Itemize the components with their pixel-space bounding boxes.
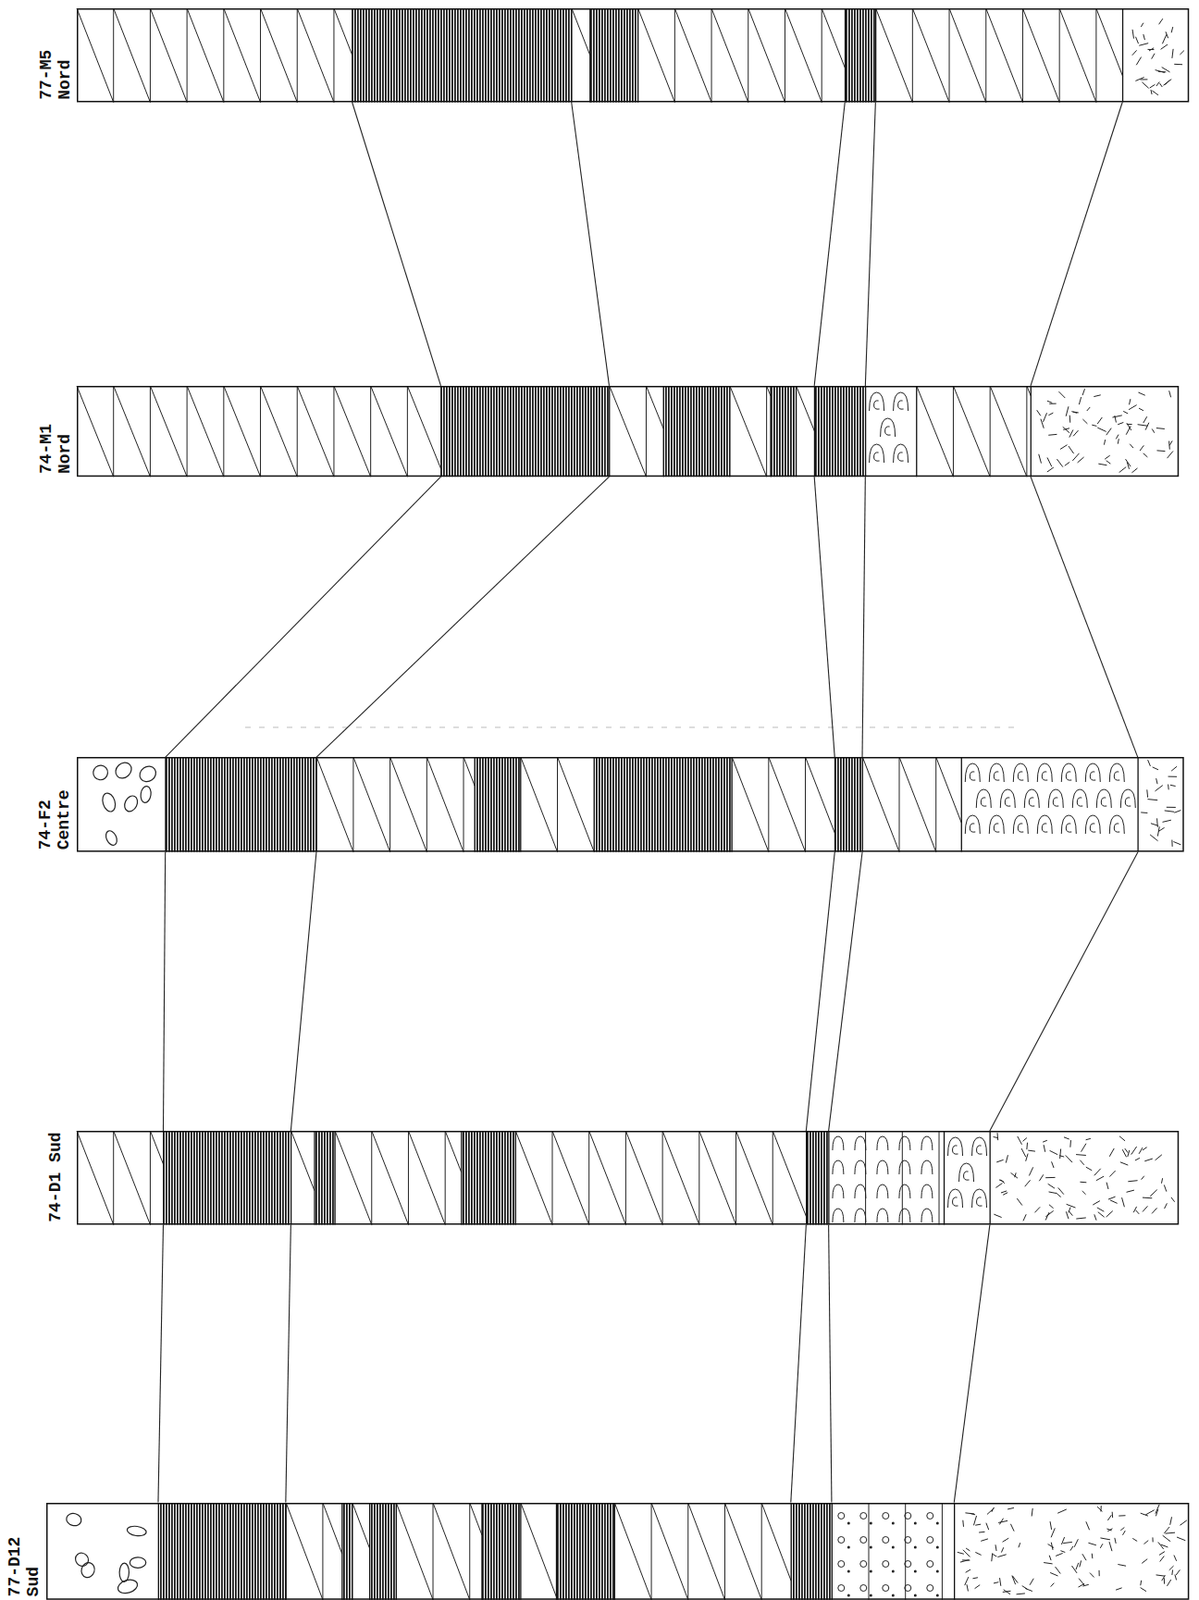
stratum xyxy=(862,756,962,853)
stratum xyxy=(314,1130,335,1224)
section-column: 74-D1 Sud xyxy=(34,1130,1179,1224)
stratum xyxy=(334,1130,462,1224)
stratum xyxy=(474,756,521,853)
correlation-line xyxy=(316,476,610,757)
stratum xyxy=(482,1502,521,1600)
column-label-box: 74-F2 Centre xyxy=(34,756,77,853)
stratum xyxy=(868,392,908,463)
stratum xyxy=(770,385,797,477)
section-column: 77-M5 Nord xyxy=(34,8,1189,102)
correlation-line xyxy=(805,852,835,1131)
stratum xyxy=(76,1130,164,1224)
stratum xyxy=(165,756,317,853)
stratum xyxy=(1132,18,1185,96)
correlation-line xyxy=(814,101,845,386)
stratum xyxy=(290,1130,314,1191)
stratum xyxy=(515,1130,806,1224)
stratum xyxy=(440,385,609,477)
stratum xyxy=(556,1502,615,1600)
stratum xyxy=(614,1502,792,1600)
stratum xyxy=(158,1502,286,1600)
column-label: 74-M1 Nord xyxy=(37,385,75,477)
stratum xyxy=(1140,760,1181,848)
stratum xyxy=(947,1137,987,1208)
stratum xyxy=(64,1510,147,1595)
stratum xyxy=(795,385,815,432)
correlation-line xyxy=(165,476,442,757)
stratum xyxy=(608,385,663,477)
correlation-line xyxy=(814,476,835,757)
correlation-line xyxy=(862,476,866,757)
stratum xyxy=(663,385,730,477)
column-label: 77-D12 Sud xyxy=(6,1502,44,1600)
stratum xyxy=(637,8,845,102)
column-label-box: 77-D12 Sud xyxy=(3,1502,47,1600)
stratum xyxy=(992,1132,1175,1221)
stratum xyxy=(915,385,1031,477)
correlation-line xyxy=(791,1224,807,1503)
stratum xyxy=(369,1502,396,1600)
stratum xyxy=(964,763,1136,834)
stratum xyxy=(956,1503,1187,1594)
strata-bar xyxy=(76,8,1189,102)
correlation-line xyxy=(352,101,442,386)
correlation-line xyxy=(1030,101,1123,386)
stratum xyxy=(89,759,159,848)
stratum xyxy=(461,1130,516,1224)
section-column: 77-D12 Sud xyxy=(3,1502,1189,1600)
stratum xyxy=(590,8,639,102)
stratum xyxy=(520,756,594,853)
stratum xyxy=(814,385,866,477)
column-label: 74-F2 Centre xyxy=(37,756,75,853)
column-label-box: 74-D1 Sud xyxy=(34,1130,77,1224)
stratum xyxy=(285,1502,343,1600)
correlation-line xyxy=(989,852,1138,1131)
column-label-box: 77-M5 Nord xyxy=(34,8,77,102)
stratum xyxy=(834,756,863,853)
stratum xyxy=(520,1502,557,1597)
column-label: 74-D1 Sud xyxy=(46,1130,65,1224)
stratum xyxy=(844,8,876,102)
correlation-line xyxy=(953,1224,990,1503)
stratum xyxy=(791,1502,832,1600)
correlation-line xyxy=(571,101,610,386)
stratum xyxy=(341,1502,352,1600)
strata-bar xyxy=(76,756,1185,853)
stratum xyxy=(1036,388,1173,473)
correlation-line xyxy=(865,101,876,386)
stratum xyxy=(76,8,353,102)
stratum xyxy=(593,756,732,853)
correlation-line xyxy=(1030,476,1138,757)
correlation-line xyxy=(290,852,317,1131)
strata-bar xyxy=(76,1130,1179,1224)
stratum xyxy=(316,756,475,853)
correlation-line xyxy=(285,1224,292,1503)
stratum xyxy=(805,1130,829,1224)
strata-bar xyxy=(46,1502,1189,1600)
correlation-line xyxy=(162,852,165,1131)
stratum xyxy=(837,1502,942,1600)
correlation-line xyxy=(828,1224,832,1503)
column-label-box: 74-M1 Nord xyxy=(34,385,77,477)
stratum xyxy=(76,385,442,477)
section-column: 74-F2 Centre xyxy=(34,756,1185,853)
strata-bar xyxy=(76,385,1179,477)
faint-dashed-line xyxy=(245,727,1018,729)
stratum xyxy=(162,1130,291,1224)
stratum xyxy=(729,385,771,477)
stratum xyxy=(875,8,1123,102)
correlation-line xyxy=(158,1224,164,1503)
section-column: 74-M1 Nord xyxy=(34,385,1179,477)
stratum xyxy=(352,1502,371,1548)
correlation-line xyxy=(828,852,863,1131)
stratum xyxy=(395,1502,483,1600)
column-label: 77-M5 Nord xyxy=(37,8,75,102)
stratum xyxy=(571,8,591,56)
stratum xyxy=(731,756,835,853)
stratum xyxy=(832,1130,940,1224)
stratum xyxy=(352,8,572,102)
